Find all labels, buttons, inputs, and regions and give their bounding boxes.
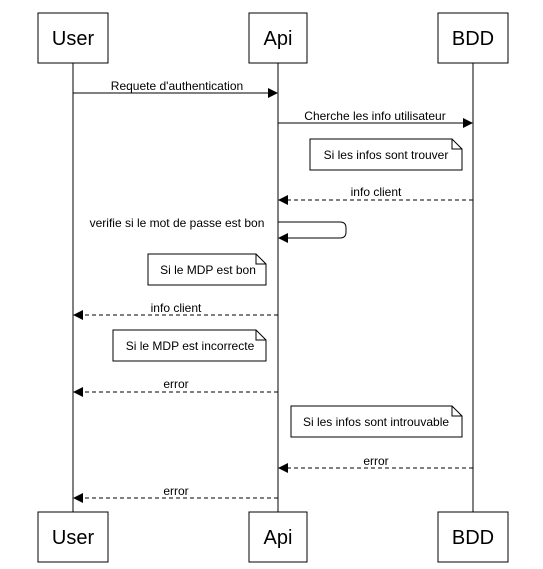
participant-api-label: Api bbox=[264, 527, 293, 549]
message-search-user-info: Cherche les info utilisateur bbox=[278, 109, 473, 128]
note-label: Si le MDP est incorrecte bbox=[126, 339, 255, 353]
participant-user-label: User bbox=[52, 28, 95, 50]
note-label: Si les infos sont introuvable bbox=[303, 415, 449, 429]
message-verify-password: verifie si le mot de passe est bon bbox=[90, 216, 347, 243]
message-label: error bbox=[363, 454, 388, 468]
participant-user-bottom: User bbox=[37, 511, 109, 563]
participant-api-top: Api bbox=[248, 12, 308, 64]
note-label: Si les infos sont trouver bbox=[324, 148, 449, 162]
note-password-wrong: Si le MDP est incorrecte bbox=[112, 329, 267, 362]
participant-api-label: Api bbox=[264, 28, 293, 50]
note-password-ok: Si le MDP est bon bbox=[147, 253, 267, 286]
message-label: Cherche les info utilisateur bbox=[304, 109, 445, 123]
message-error-to-api: error bbox=[278, 454, 473, 473]
participant-user-label: User bbox=[52, 527, 95, 549]
participant-api-bottom: Api bbox=[248, 511, 308, 563]
message-label: verifie si le mot de passe est bon bbox=[90, 216, 265, 230]
message-label: info client bbox=[151, 301, 202, 315]
message-error-to-user-1: error bbox=[73, 377, 278, 397]
participant-bdd-label: BDD bbox=[452, 28, 494, 50]
participant-bdd-bottom: BDD bbox=[437, 511, 509, 563]
message-client-info-return: info client bbox=[278, 185, 473, 205]
message-client-info-to-user: info client bbox=[73, 301, 278, 320]
note-label: Si le MDP est bon bbox=[160, 263, 256, 277]
participant-bdd-label: BDD bbox=[452, 527, 494, 549]
note-info-found: Si les infos sont trouver bbox=[309, 138, 463, 171]
participant-user-top: User bbox=[37, 12, 109, 64]
participant-bdd-top: BDD bbox=[437, 12, 509, 64]
message-label: error bbox=[163, 377, 188, 391]
message-error-to-user-2: error bbox=[73, 484, 278, 503]
message-label: Requete d'authentication bbox=[111, 79, 243, 93]
note-info-not-found: Si les infos sont introuvable bbox=[290, 405, 463, 438]
message-label: error bbox=[163, 484, 188, 498]
message-request-auth: Requete d'authentication bbox=[73, 79, 278, 98]
message-label: info client bbox=[351, 185, 402, 199]
